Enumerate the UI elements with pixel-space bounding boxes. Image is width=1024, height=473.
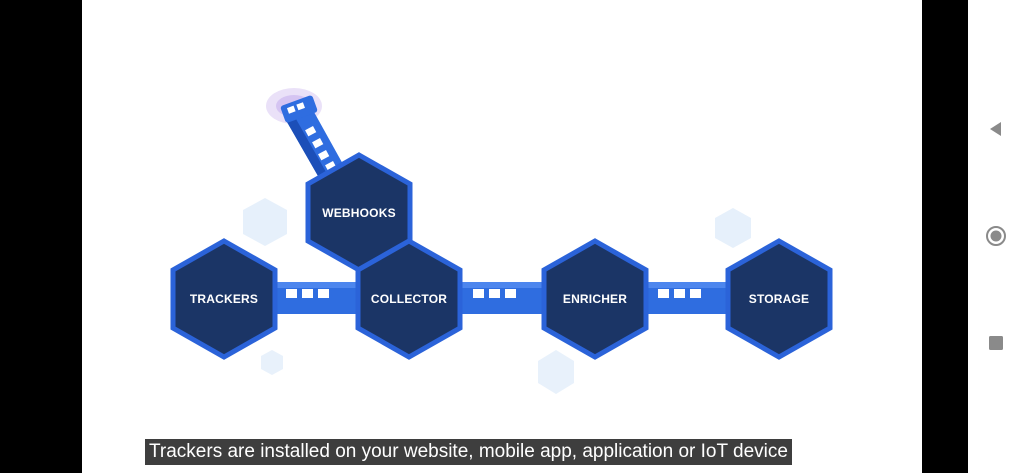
enricher-label: ENRICHER xyxy=(562,292,628,306)
bg-hexagon xyxy=(243,198,287,246)
home-button[interactable] xyxy=(980,220,1012,252)
recents-square-icon xyxy=(989,336,1003,350)
subtitle-caption: Trackers are installed on your website, … xyxy=(145,439,792,465)
back-triangle-icon xyxy=(990,122,1001,136)
bg-hexagon xyxy=(538,350,574,394)
hexagon-storage xyxy=(725,238,833,360)
pipeline-diagram xyxy=(170,88,833,394)
right-letterbox xyxy=(922,0,968,473)
collector-label: COLLECTOR xyxy=(370,292,448,306)
trackers-label: TRACKERS xyxy=(189,292,259,306)
pipe-collector-enricher xyxy=(457,282,557,314)
android-navigation-bar xyxy=(968,0,1024,473)
back-button[interactable] xyxy=(980,113,1012,145)
storage-label: STORAGE xyxy=(748,292,810,306)
left-letterbox xyxy=(0,0,82,473)
video-frame[interactable]: WEBHOOKS TRACKERS COLLECTOR ENRICHER STO… xyxy=(82,0,922,473)
webhook-tower xyxy=(266,88,344,176)
home-circle-icon xyxy=(986,226,1006,246)
hexagon-enricher xyxy=(541,238,649,360)
webhooks-label: WEBHOOKS xyxy=(322,206,396,220)
bg-hexagon xyxy=(261,350,283,375)
bg-hexagon xyxy=(715,208,751,248)
pipe-enricher-storage xyxy=(642,282,742,314)
pipe-trackers-collector xyxy=(270,282,370,314)
recents-button[interactable] xyxy=(980,327,1012,359)
hexagon-trackers xyxy=(170,238,278,360)
hexagon-collector xyxy=(355,238,463,360)
